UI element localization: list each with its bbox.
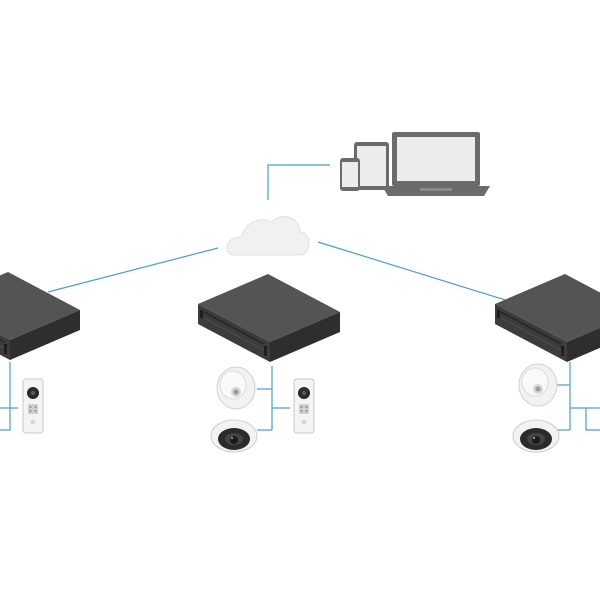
connector-cloud-server-left [47,247,219,293]
door-station-icon-left [22,378,44,434]
rack-server-icon-right [494,273,600,363]
client-devices-icon [340,132,490,196]
connector-right-offscreen [570,407,600,431]
rack-server-icon-center [197,273,341,363]
connector-cloud-clients [267,164,330,200]
dome-camera-icon-right [512,419,560,453]
laptop-icon [382,132,490,196]
fisheye-camera-icon-center [216,366,256,410]
connectors [0,164,600,431]
cloud-icon [226,216,310,256]
connector-cloud-server-right [317,241,513,303]
fisheye-camera-icon-right [518,363,558,407]
door-station-icon-center [293,378,315,434]
rack-server-icon-left [0,271,81,361]
connector-server-left-door-station [0,362,11,431]
dome-camera-icon-center [210,419,258,453]
phone-icon [340,158,360,191]
tablet-icon [354,142,389,190]
